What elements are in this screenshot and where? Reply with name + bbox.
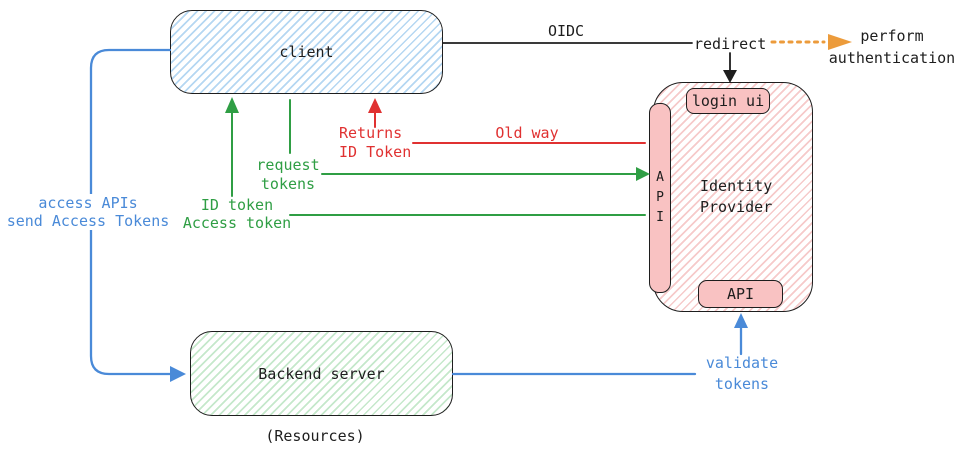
api-sidebar-label: A P I: [656, 170, 664, 225]
backend-server-node: Backend server: [190, 331, 453, 416]
access-apis-label: access APIs send Access Tokens: [4, 194, 172, 230]
identity-provider-label: Identity Provider: [700, 177, 773, 216]
login-ui-label: login ui: [691, 92, 765, 110]
redirect-label: redirect: [694, 35, 767, 53]
api-sidebar-node: A P I: [649, 103, 671, 293]
request-tokens-arrowhead: [636, 167, 650, 181]
api-bottom-label: API: [726, 285, 755, 303]
identity-provider-node: [653, 82, 813, 312]
old-way-label: Old way: [495, 124, 559, 142]
validate-tokens-arrowhead: [734, 313, 748, 328]
client-label: client: [279, 43, 334, 61]
backend-server-label: Backend server: [258, 364, 385, 383]
client-node: client: [170, 10, 443, 94]
login-ui-node: login ui: [686, 88, 770, 114]
returns-id-token-arrowhead: [368, 98, 382, 113]
api-bottom-node: API: [698, 280, 783, 308]
returns-id-token-label: Returns ID Token: [339, 124, 412, 161]
access-apis-arrowhead: [170, 366, 186, 382]
id-access-token-label: ID token Access token: [182, 196, 292, 232]
resources-caption: (Resources): [265, 427, 365, 445]
id-token-up-arrowhead: [225, 97, 239, 113]
oidc-label: OIDC: [547, 22, 585, 40]
perform-authentication-label: perform authentication: [828, 27, 956, 67]
request-tokens-label: request tokens: [256, 156, 320, 193]
validate-tokens-label: validate tokens: [705, 354, 779, 393]
